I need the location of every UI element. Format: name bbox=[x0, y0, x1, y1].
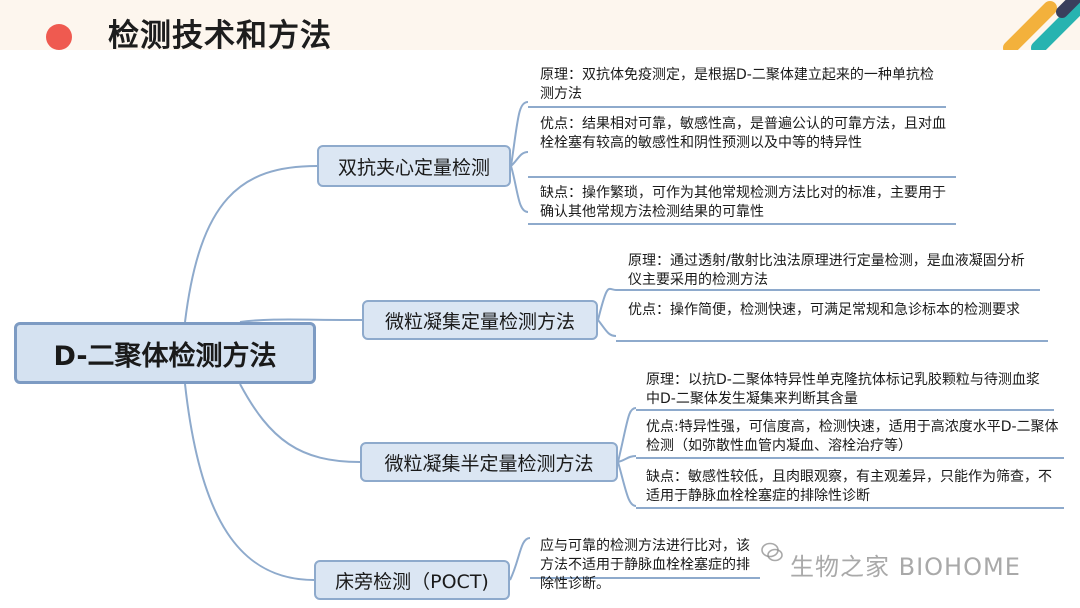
slide-title: 检测技术和方法 bbox=[108, 18, 332, 54]
leaf-text-disadvantages: 缺点：操作繁琐，可作为其他常规检测方法比对的标准，主要用于确认其他常规方法检测结… bbox=[540, 185, 946, 220]
branch-node-particle-agglutination-semiquantitative: 微粒凝集半定量检测方法 bbox=[360, 442, 618, 482]
title-bullet-dot bbox=[46, 24, 72, 50]
branch-node-poct: 床旁检测（POCT) bbox=[314, 560, 510, 600]
watermark-text: 生物之家 BIOHOME bbox=[790, 553, 1021, 581]
branch-node-particle-agglutination-quantitative: 微粒凝集定量检测方法 bbox=[362, 300, 598, 340]
corner-stripes-decoration bbox=[1003, 0, 1080, 50]
leaf-text-principle: 原理：双抗体免疫测定，是根据D-二聚体建立起来的一种单抗检测方法 bbox=[540, 67, 934, 102]
leaf-text-advantages: 优点：结果相对可靠，敏感性高，是普遍公认的可靠方法，且对血栓栓塞有较高的敏感性和… bbox=[540, 116, 946, 151]
branch-node-double-antibody-sandwich: 双抗夹心定量检测 bbox=[317, 145, 511, 187]
leaf-text-advantages: 优点：操作简便，检测快速，可满足常规和急诊标本的检测要求 bbox=[628, 302, 1020, 318]
leaf-text-advantages: 优点:特异性强，可信度高，检测快速，适用于高浓度水平D-二聚体检测（如弥散性血管… bbox=[646, 419, 1059, 454]
leaf-text-poct-note: 应与可靠的检测方法进行比对，该方法不适用于静脉血栓栓塞症的排除性诊断。 bbox=[540, 538, 750, 592]
leaf-text-disadvantages: 缺点：敏感性较低，且肉眼观察，有主观差异，只能作为筛查，不适用于静脉血栓栓塞症的… bbox=[646, 469, 1052, 504]
leaf-text-principle: 原理：通过透射/散射比浊法原理进行定量检测，是血液凝固分析仪主要采用的检测方法 bbox=[628, 253, 1025, 288]
wechat-icon bbox=[761, 542, 783, 562]
title-bar: 检测技术和方法 bbox=[0, 0, 1080, 54]
leaf-text-principle: 原理：以抗D-二聚体特异性单克隆抗体标记乳胶颗粒与待测血浆中D-二聚体发生凝集来… bbox=[646, 372, 1040, 407]
mindmap-root-node: D-二聚体检测方法 bbox=[14, 322, 316, 384]
